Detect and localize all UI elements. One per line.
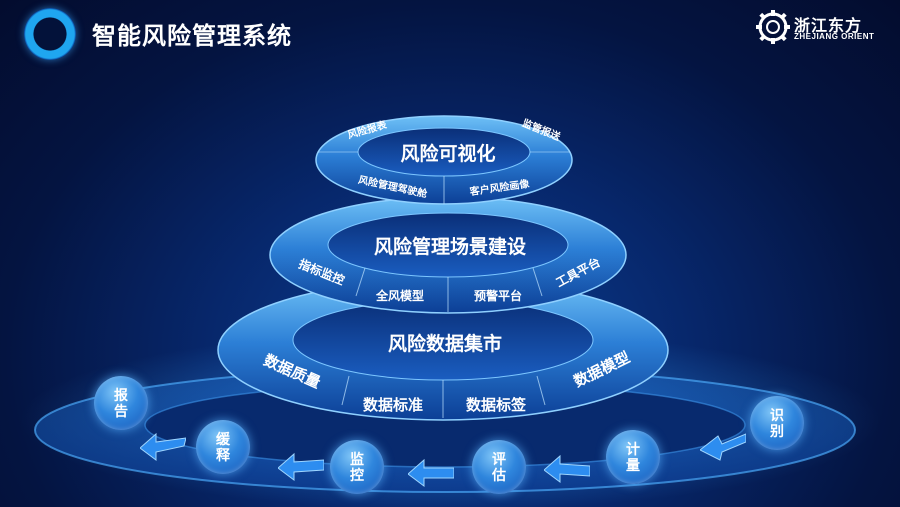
flow-arrow-icon — [278, 452, 324, 481]
middle-item-warning-platform: 预警平台 — [474, 288, 522, 303]
logo-name-cn: 浙江东方 — [794, 18, 863, 35]
middle-tier-title: 风险管理场景建设 — [374, 235, 526, 258]
middle-item-full-risk-model: 全风模型 — [375, 288, 424, 303]
logo-mark-icon — [756, 10, 790, 44]
flow-arrow-icon — [140, 432, 186, 461]
logo-name-en: ZHEJIANG ORIENT — [794, 32, 875, 41]
process-step-monitor: 监控 — [330, 440, 384, 494]
process-step-report: 报告 — [94, 376, 148, 430]
bottom-item-data-tag: 数据标签 — [466, 396, 527, 414]
process-step-identify: 识别 — [750, 396, 804, 450]
bottom-item-data-standard: 数据标准 — [363, 396, 423, 414]
page-title: 智能风险管理系统 — [92, 23, 292, 50]
process-step-assess: 评估 — [472, 440, 526, 494]
company-logo: 浙江东方 ZHEJIANG ORIENT — [756, 8, 886, 48]
header-ring-icon — [24, 8, 76, 60]
process-step-mitigation: 缓释 — [196, 420, 250, 474]
flow-arrow-icon — [408, 458, 454, 487]
top-tier-title: 风险可视化 — [400, 142, 495, 165]
bottom-tier-title: 风险数据集市 — [388, 332, 502, 355]
flow-arrow-icon — [700, 433, 746, 461]
flow-arrow-icon — [544, 454, 590, 483]
process-step-measure: 计量 — [606, 430, 660, 484]
